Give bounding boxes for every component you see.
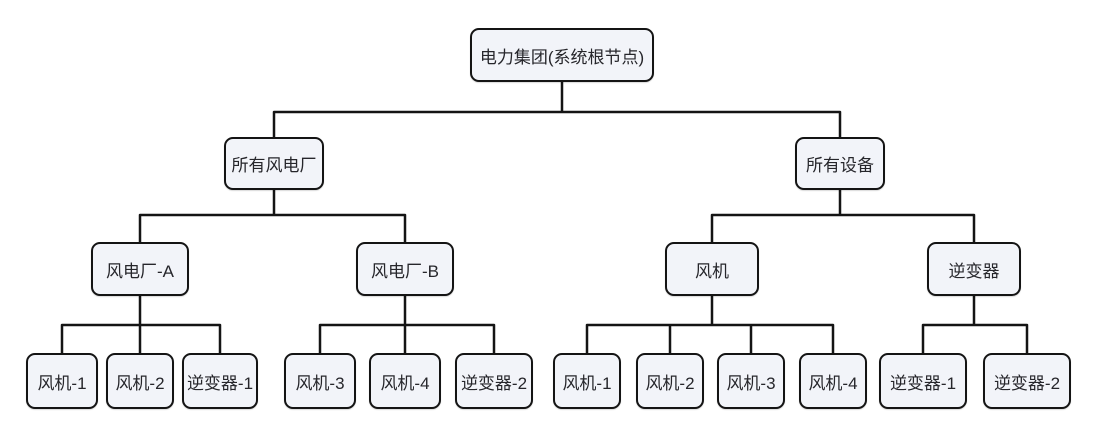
node-all-devices: 所有设备 — [795, 137, 885, 190]
node-devices-turbine-1: 风机-1 — [553, 353, 621, 409]
node-devices-turbine-3: 风机-3 — [717, 353, 785, 409]
node-devices-turbine-4: 风机-4 — [799, 353, 867, 409]
connector-turbines-to-children — [585, 294, 835, 355]
connector-inverters-to-children — [921, 294, 1029, 355]
node-farm-a-turbine-2: 风机-2 — [106, 353, 174, 409]
node-devices-turbine-2: 风机-2 — [636, 353, 704, 409]
node-farm-b-inverter-2: 逆变器-2 — [455, 353, 533, 409]
connector-farm-a-to-children — [60, 294, 222, 355]
connector-windfarms-to-children — [138, 188, 407, 244]
node-devices-inverter-1: 逆变器-1 — [879, 353, 967, 409]
node-wind-farm-a: 风电厂-A — [91, 242, 189, 296]
connector-farm-b-to-children — [318, 294, 496, 355]
connector-devices-to-children — [710, 188, 976, 244]
node-farm-a-inverter-1: 逆变器-1 — [182, 353, 258, 409]
node-farm-b-turbine-4: 风机-4 — [369, 353, 441, 409]
node-wind-farm-b: 风电厂-B — [356, 242, 454, 296]
node-farm-a-turbine-1: 风机-1 — [26, 353, 98, 409]
node-farm-b-turbine-3: 风机-3 — [284, 353, 356, 409]
node-power-group-root: 电力集团(系统根节点) — [470, 28, 654, 82]
node-inverters-group: 逆变器 — [927, 242, 1021, 296]
node-all-wind-farms: 所有风电厂 — [224, 137, 324, 190]
node-devices-inverter-2: 逆变器-2 — [983, 353, 1071, 409]
connector-root-to-level2 — [272, 80, 842, 139]
node-turbines-group: 风机 — [665, 242, 759, 296]
